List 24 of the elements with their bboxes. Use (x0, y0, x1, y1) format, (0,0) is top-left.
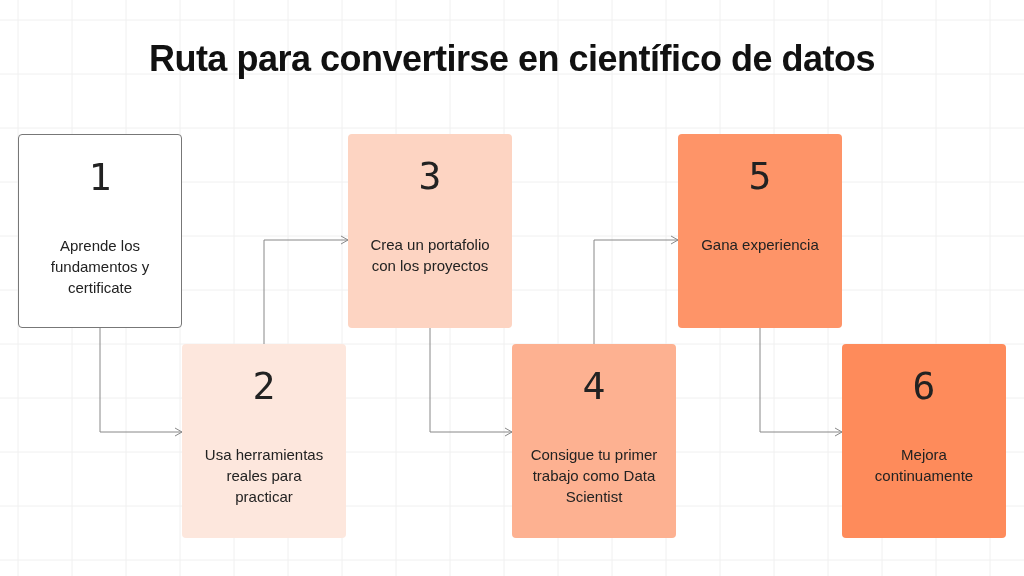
step-number: 1 (87, 155, 113, 199)
step-text: Usa herramientas reales para practicar (203, 445, 325, 507)
step-text: Consigue tu primer trabajo como Data Scientist (529, 445, 659, 507)
arrow (99, 327, 183, 437)
step-number: 3 (417, 154, 443, 198)
step-number: 5 (747, 154, 773, 198)
title: Ruta para convertirse en científico de datos (147, 38, 877, 80)
step-number: 2 (251, 364, 277, 408)
arrow (759, 327, 843, 437)
step-card (18, 134, 182, 328)
step-number: 6 (911, 364, 937, 408)
arrow (429, 327, 513, 437)
step-card (512, 344, 676, 538)
arrow (593, 235, 679, 345)
step-text: Gana experiencia (700, 235, 820, 255)
step-text: Aprende los fundamentos y certificate (49, 236, 151, 298)
step-text: Mejora continuamente (873, 445, 975, 486)
step-text: Crea un portafolio con los proyectos (369, 235, 491, 276)
step-card (348, 134, 512, 328)
step-card (182, 344, 346, 538)
step-card (842, 344, 1006, 538)
step-card (678, 134, 842, 328)
arrow (263, 235, 349, 345)
step-number: 4 (581, 364, 607, 408)
